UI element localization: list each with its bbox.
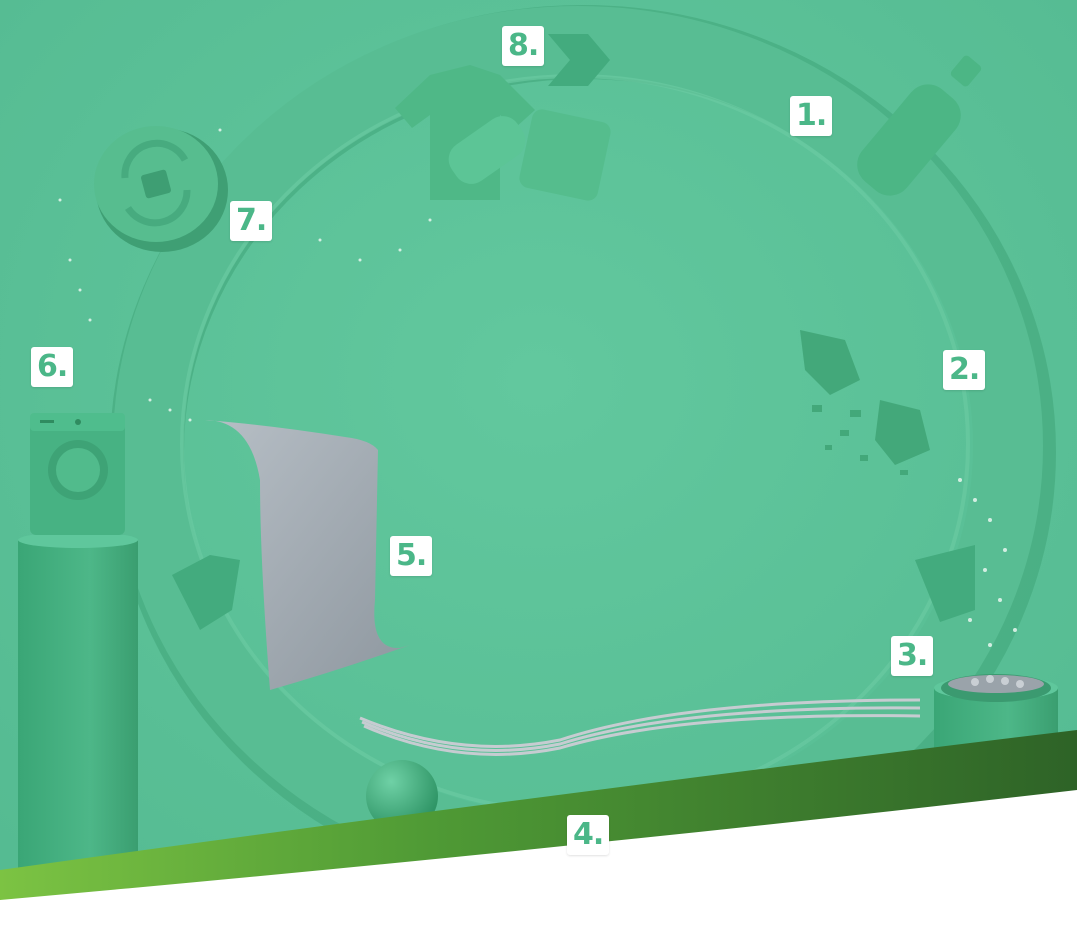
step-label-2: 2. [943, 350, 985, 390]
step-label-8: 8. [502, 26, 544, 66]
step-label-6: 6. [31, 347, 73, 387]
plastic-pellets-icon [941, 674, 1051, 702]
step-label-5: 5. [390, 536, 432, 576]
step-label-7: 7. [230, 201, 272, 241]
washing-machine-icon [30, 413, 125, 535]
step-label-4: 4. [567, 815, 609, 855]
step-label-3: 3. [891, 636, 933, 676]
step-label-1: 1. [790, 96, 832, 136]
